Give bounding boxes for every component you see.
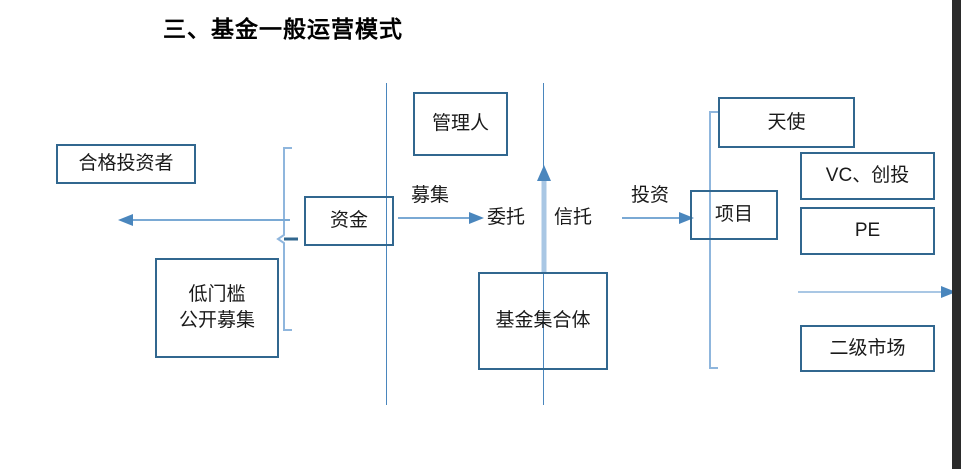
exit-arrow-right: [798, 286, 956, 298]
box-label-vc: VC、创投: [825, 165, 910, 187]
right-brace: [709, 111, 718, 369]
edge-label-trust: 信托: [554, 207, 593, 228]
right-edge-strip: [952, 0, 961, 469]
box-project[interactable]: 项目: [690, 190, 778, 240]
box-label-project: 项目: [714, 204, 753, 226]
box-secondary-market[interactable]: 二级市场: [800, 325, 935, 372]
edge-label-invest: 投资: [631, 185, 670, 206]
box-fund-pool[interactable]: 基金集合体: [478, 272, 608, 370]
box-label-pe: PE: [854, 220, 881, 242]
box-manager[interactable]: 管理人: [413, 92, 508, 156]
box-capital[interactable]: 资金: [304, 196, 394, 246]
edge-label-entrust: 委托: [487, 207, 526, 228]
box-pe[interactable]: PE: [800, 207, 935, 255]
box-label-capital: 资金: [329, 210, 368, 232]
box-low-threshold-public-offering[interactable]: 低门槛 公开募集: [155, 258, 279, 358]
page-title: 三、基金一般运营模式: [163, 17, 403, 42]
box-label-angel: 天使: [767, 111, 806, 133]
invest-arrow: [622, 212, 694, 224]
edge-label-raise: 募集: [411, 185, 450, 206]
box-angel[interactable]: 天使: [718, 97, 855, 148]
return-arrow-left: [118, 214, 290, 226]
box-label-fund-pool: 基金集合体: [495, 310, 591, 332]
left-brace: [276, 147, 298, 331]
box-label-qualified-investor: 合格投资者: [78, 153, 174, 175]
raise-arrow: [398, 212, 484, 224]
box-label-manager: 管理人: [431, 113, 489, 135]
box-label-low-threshold-public-offering: 低门槛 公开募集: [178, 284, 255, 331]
box-qualified-investor[interactable]: 合格投资者: [56, 144, 196, 184]
box-vc[interactable]: VC、创投: [800, 152, 935, 200]
box-label-secondary-market: 二级市场: [829, 337, 906, 359]
trust-arrow-up: [537, 165, 551, 273]
